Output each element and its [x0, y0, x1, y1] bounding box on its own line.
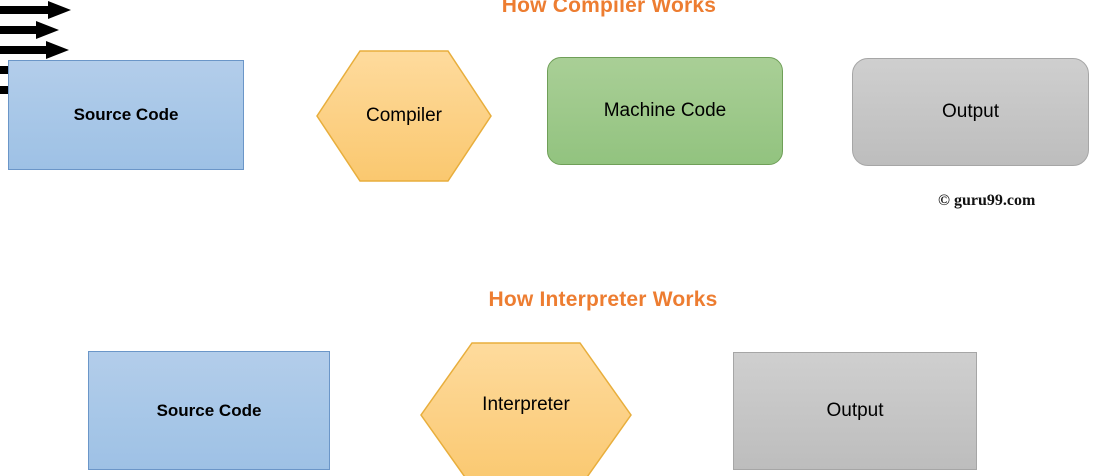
arrow-compiler-to-machine-code	[0, 20, 60, 40]
node-compiler-source-code: Source Code	[8, 60, 244, 170]
node-interpreter-source-code: Source Code	[88, 351, 330, 470]
credit-watermark: © guru99.com	[938, 192, 1036, 209]
node-interpreter-output: Output	[733, 352, 977, 470]
node-label-interpreter-output: Output	[826, 400, 884, 421]
node-label-compiler-machine-code: Machine Code	[603, 100, 727, 121]
arrow-source-code-to-compiler	[0, 0, 72, 20]
node-compiler-compiler: Compiler	[316, 50, 492, 182]
arrow-machine-code-to-output	[0, 40, 70, 60]
node-label-interpreter-source-code: Source Code	[156, 400, 262, 420]
node-compiler-output: Output	[852, 58, 1089, 166]
node-interpreter-interpreter: Interpreter	[420, 342, 632, 476]
compiler-section-title: How Compiler Works	[501, 0, 717, 17]
node-label-compiler-source-code: Source Code	[73, 105, 179, 124]
node-compiler-machine-code: Machine Code	[547, 57, 783, 165]
node-label-compiler-output: Output	[941, 101, 1000, 122]
interpreter-section-title: How Interpreter Works	[488, 288, 718, 311]
